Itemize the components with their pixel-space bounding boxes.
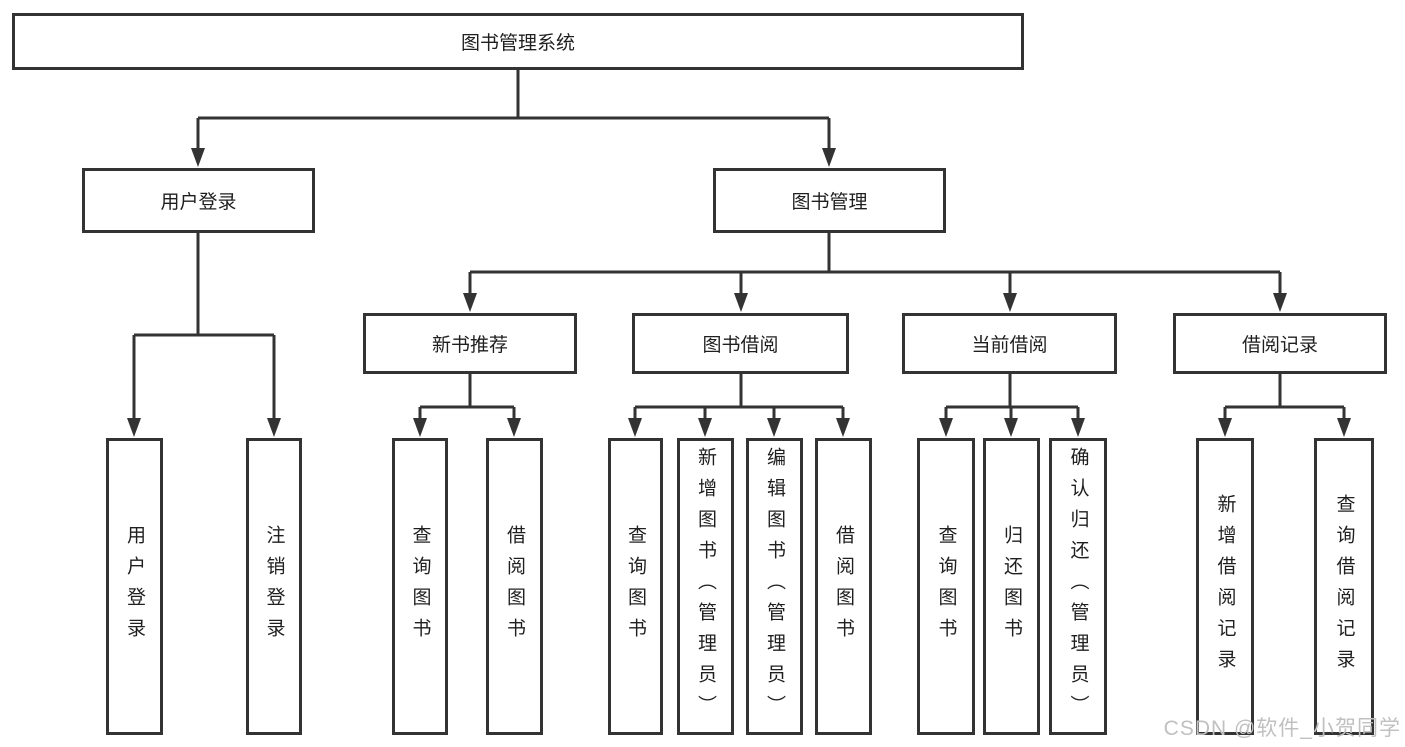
node-book-borrowing: 图书借阅: [632, 313, 849, 374]
connector-borrowing-records-children: [1218, 374, 1351, 437]
node-borrowing-records: 借阅记录: [1173, 313, 1387, 374]
arrowhead-icon: [939, 418, 953, 437]
connector-current-borrowing-children: [939, 374, 1085, 437]
leaf-current-query-book: 查询图书: [917, 438, 975, 735]
arrowhead-icon: [836, 418, 850, 437]
leaf-borrowing-borrow-book: 借阅图书: [815, 438, 872, 735]
leaf-logout: 注销登录: [246, 438, 302, 735]
arrowhead-icon: [698, 418, 712, 437]
leaf-recommend-borrow-book: 借阅图书: [486, 438, 543, 735]
node-library-management-system: 图书管理系统: [12, 13, 1024, 70]
leaf-borrowing-query-book: 查询图书: [608, 438, 663, 735]
leaf-current-return-book: 归还图书: [983, 438, 1040, 735]
node-new-book-recommendation: 新书推荐: [363, 313, 577, 374]
connector-root-to-level2: [191, 70, 836, 167]
arrowhead-icon: [191, 148, 205, 167]
leaf-borrowing-add-book-admin: 新增图书（管理员）: [677, 438, 734, 735]
arrowhead-icon: [1003, 293, 1017, 312]
node-current-borrowing: 当前借阅: [902, 313, 1117, 374]
connector-new-book-recommendation-children: [413, 374, 521, 437]
leaf-current-confirm-return-admin: 确认归还（管理员）: [1049, 438, 1107, 735]
arrowhead-icon: [1337, 418, 1351, 437]
connector-book-borrowing-children: [628, 374, 850, 437]
arrowhead-icon: [1004, 418, 1018, 437]
arrowhead-icon: [507, 418, 521, 437]
leaf-recommend-query-book: 查询图书: [392, 438, 448, 735]
arrowhead-icon: [463, 293, 477, 312]
arrowhead-icon: [1218, 418, 1232, 437]
node-user-login: 用户登录: [82, 168, 315, 233]
arrowhead-icon: [628, 418, 642, 437]
leaf-records-query-borrow-record: 查询借阅记录: [1314, 438, 1374, 735]
connector-book-management-children: [463, 233, 1287, 312]
arrowhead-icon: [822, 148, 836, 167]
arrowhead-icon: [413, 418, 427, 437]
arrowhead-icon: [734, 293, 748, 312]
connector-user-login-children: [127, 233, 281, 437]
arrowhead-icon: [1071, 418, 1085, 437]
arrowhead-icon: [1273, 293, 1287, 312]
arrowhead-icon: [127, 418, 141, 437]
node-book-management: 图书管理: [713, 168, 946, 233]
watermark: CSDN @软件_小贺同学: [1163, 717, 1401, 740]
leaf-records-add-borrow-record: 新增借阅记录: [1196, 438, 1254, 735]
arrowhead-icon: [267, 418, 281, 437]
leaf-user-login: 用户登录: [106, 438, 163, 735]
arrowhead-icon: [767, 418, 781, 437]
leaf-borrowing-edit-book-admin: 编辑图书（管理员）: [746, 438, 803, 735]
